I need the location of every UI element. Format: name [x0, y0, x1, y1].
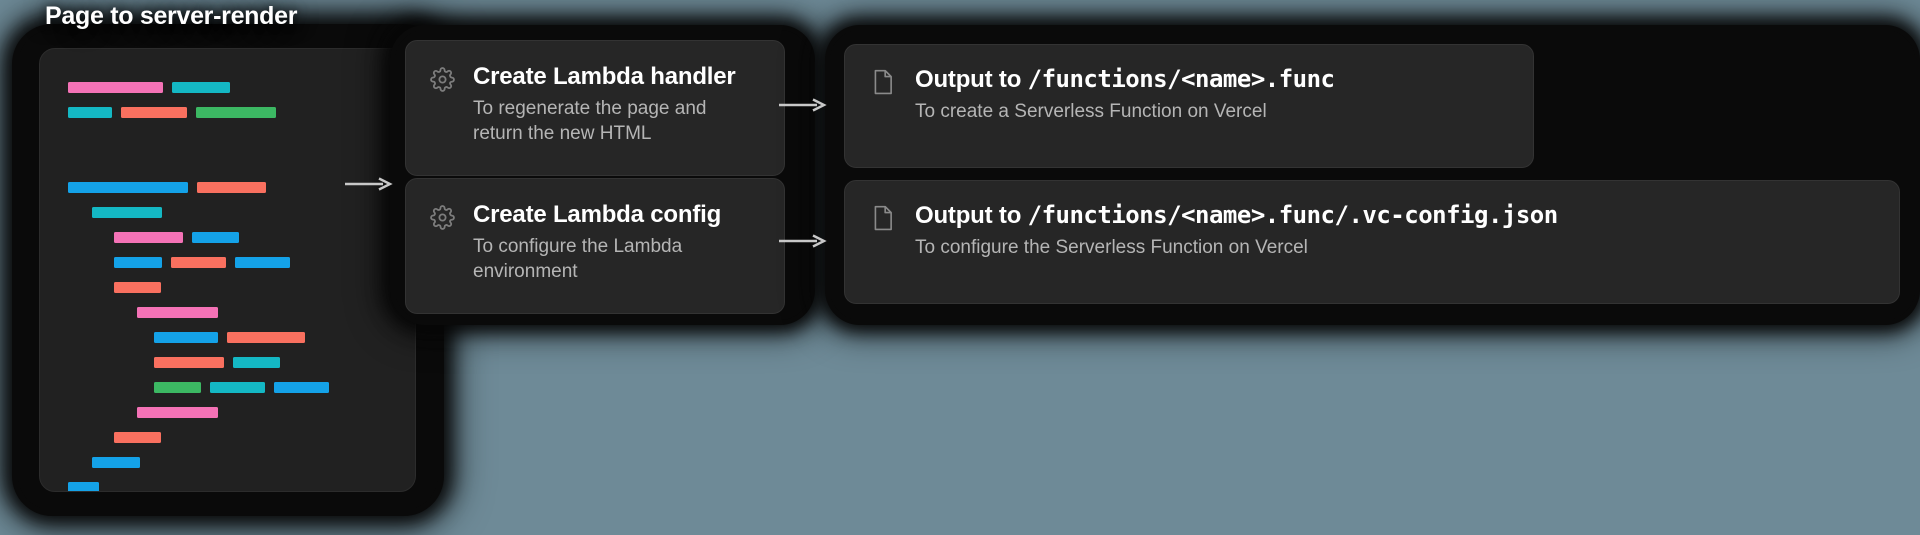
- output-card-function[interactable]: Output to /functions/<name>.func To crea…: [844, 44, 1534, 168]
- code-token: [274, 382, 329, 393]
- code-row: [40, 125, 415, 150]
- code-token: [196, 107, 276, 118]
- outputs-group: Output to /functions/<name>.func To crea…: [830, 30, 1915, 320]
- code-row: [40, 350, 415, 375]
- code-token: [114, 282, 161, 293]
- output-subtitle: To configure the Serverless Function on …: [915, 237, 1308, 259]
- code-token: [154, 332, 218, 343]
- code-token: [137, 407, 218, 418]
- code-token: [92, 457, 140, 468]
- code-row: [40, 400, 415, 425]
- step-title: Create Lambda config: [473, 201, 722, 228]
- code-token: [68, 182, 188, 193]
- code-token: [210, 382, 265, 393]
- code-token: [92, 207, 162, 218]
- output-title: Output to /functions/<name>.func/.vc-con…: [915, 201, 1873, 230]
- output-title: Output to /functions/<name>.func: [915, 65, 1507, 94]
- code-token: [192, 232, 239, 243]
- page-title: Page to server-render: [45, 2, 298, 30]
- code-token: [197, 182, 266, 193]
- code-row: [40, 325, 415, 350]
- code-row: [40, 375, 415, 400]
- output-title-prefix: Output to: [915, 66, 1028, 93]
- code-row: [40, 100, 415, 125]
- code-row: [40, 300, 415, 325]
- code-row: [40, 250, 415, 275]
- step-card-create-lambda-config[interactable]: Create Lambda config To configure the La…: [405, 178, 785, 314]
- code-token: [235, 257, 290, 268]
- file-icon: [871, 205, 895, 236]
- step-subtitle: To regenerate the page and return the ne…: [473, 98, 707, 145]
- output-title-path: /functions/<name>.func/.vc-config.json: [1027, 201, 1559, 229]
- code-token: [227, 332, 305, 343]
- code-token: [121, 107, 187, 118]
- steps-group: Create Lambda handler To regenerate the …: [395, 30, 810, 320]
- arrow-config-to-output: [779, 234, 827, 248]
- code-token: [137, 307, 218, 318]
- code-token: [68, 82, 163, 93]
- file-icon: [871, 69, 895, 100]
- output-title-path: /functions/<name>.func: [1027, 65, 1335, 93]
- code-token: [68, 482, 99, 491]
- code-row: [40, 450, 415, 475]
- step-subtitle: To configure the Lambda environment: [473, 236, 683, 283]
- output-title-prefix: Output to: [915, 202, 1028, 229]
- output-subtitle: To create a Serverless Function on Verce…: [915, 101, 1267, 123]
- code-panel: [39, 48, 416, 492]
- step-title: Create Lambda handler: [473, 63, 736, 90]
- arrow-code-to-steps: [345, 177, 393, 191]
- code-row: [40, 150, 415, 175]
- arrow-handler-to-output: [779, 98, 827, 112]
- code-token: [154, 357, 224, 368]
- code-token: [114, 432, 161, 443]
- code-row: [40, 225, 415, 250]
- code-token: [114, 232, 183, 243]
- code-token: [68, 107, 112, 118]
- code-row: [40, 175, 415, 200]
- code-row: [40, 200, 415, 225]
- code-lines: [40, 49, 415, 491]
- code-row: [40, 275, 415, 300]
- code-token: [154, 382, 201, 393]
- code-row: [40, 75, 415, 100]
- code-token: [172, 82, 230, 93]
- gear-icon: [430, 67, 455, 97]
- code-row: [40, 425, 415, 450]
- code-row: [40, 475, 415, 491]
- code-token: [114, 257, 162, 268]
- gear-icon: [430, 205, 455, 235]
- output-card-vc-config[interactable]: Output to /functions/<name>.func/.vc-con…: [844, 180, 1900, 304]
- code-token: [171, 257, 226, 268]
- step-card-create-lambda-handler[interactable]: Create Lambda handler To regenerate the …: [405, 40, 785, 176]
- code-token: [233, 357, 280, 368]
